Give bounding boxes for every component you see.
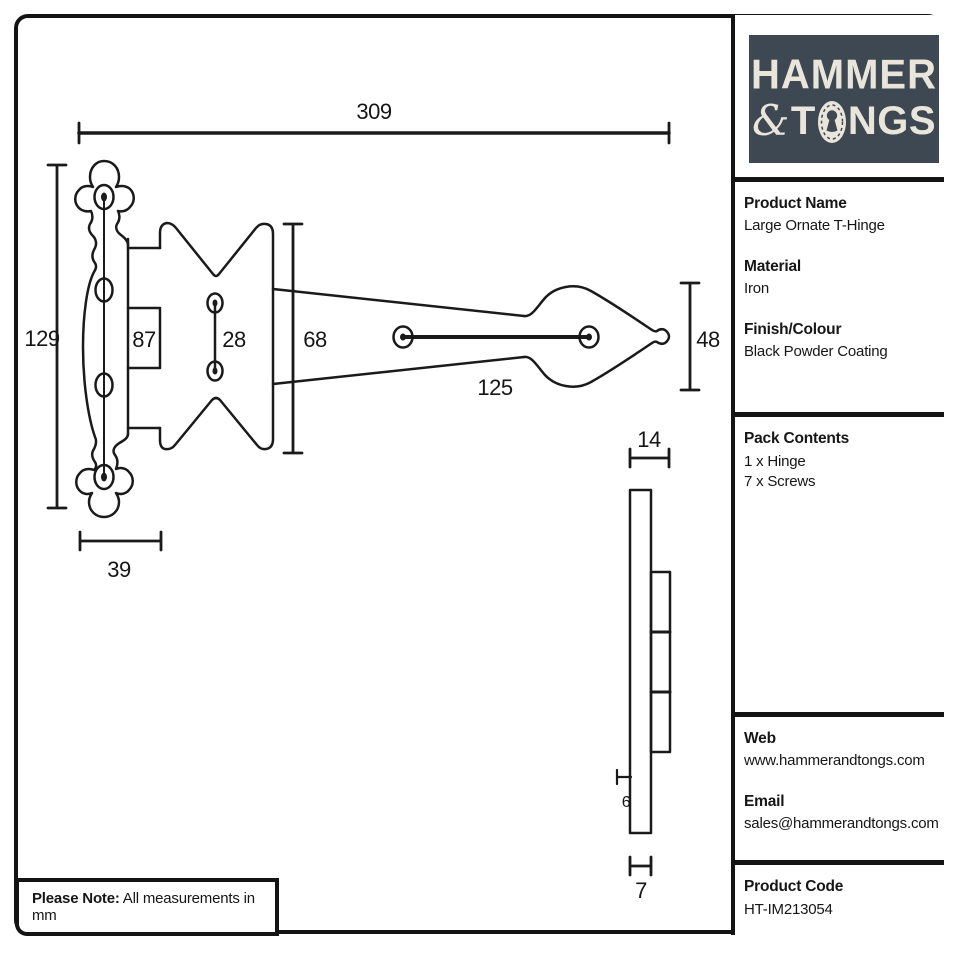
dim-label-side-thickness: 6 [622,794,631,811]
measurements-note-text: Please Note: All measurements in mm [32,890,275,924]
screw-holes [93,183,600,491]
logo-letter-t: T [790,99,816,143]
logo-text-hammer: HAMMER [751,51,937,99]
front-dim-87-box [126,306,162,370]
front-bowtie-plate [158,221,275,451]
dim-label-plate-hole-spacing: 28 [222,327,246,352]
keyhole-o-icon [817,100,847,144]
note-body: All measurements in mm [32,890,255,924]
screw-hole-centers [101,192,592,482]
front-arm-taper-lines [271,287,526,386]
measurements-note: Please Note: All measurements in mm [15,878,279,936]
side-view-knuckle-dividers [649,630,672,694]
product-name-label: Product Name [744,195,847,212]
pack-contents-section: Pack Contents 1 x Hinge 7 x Screws [735,412,944,712]
dim-label-tip-width: 48 [696,327,720,352]
material-label: Material [744,258,801,275]
email-value: sales@hammerandtongs.com [744,815,939,832]
material-value: Iron [744,280,770,297]
dim-label-plate-width: 39 [107,557,131,582]
note-label: Please Note: [32,890,120,907]
logo-ampersand: & [751,96,790,145]
finish-label: Finish/Colour [744,321,842,338]
brand-logo: HAMMER &T NGS [749,35,939,163]
dim-label-overall-length: 309 [356,99,391,124]
product-code-value: HT-IM213054 [744,901,833,918]
side-view-strap [628,488,653,835]
dim-label-plate-span: 68 [303,327,327,352]
web-label: Web [744,730,776,747]
side-view-knuckle [649,570,672,754]
sidebar: HAMMER &T NGS Product Name Large Ornate … [731,15,944,935]
product-code-label: Product Code [744,878,844,895]
dim-label-side-overall-width: 14 [637,427,661,452]
dim-label-plate-height: 129 [24,326,59,351]
pack-contents-item: 7 x Screws [744,473,816,490]
dim-label-arm-hole-spacing: 125 [477,375,512,400]
finish-value: Black Powder Coating [744,343,888,360]
pack-contents-label: Pack Contents [744,430,850,447]
front-plate-connector-lines [126,246,162,430]
logo-text-tongs: &T NGS [752,97,936,145]
email-label: Email [744,793,785,810]
dim-label-side-strap-width: 7 [635,878,647,903]
logo-section: HAMMER &T NGS [735,15,944,177]
front-spear-head [522,285,671,388]
product-code-section: Product Code HT-IM213054 [735,860,944,935]
dim-label-strap-box: 87 [132,327,156,352]
pack-contents-item: 1 x Hinge [744,453,806,470]
dimension-lines [46,121,701,877]
web-value: www.hammerandtongs.com [744,752,925,769]
contact-section: Web www.hammerandtongs.com Email sales@h… [735,712,944,860]
front-strap-outline [74,159,135,519]
logo-letters-ngs: NGS [847,99,936,143]
product-name-value: Large Ornate T-Hinge [744,217,885,234]
product-info-section: Product Name Large Ornate T-Hinge Materi… [735,177,944,412]
